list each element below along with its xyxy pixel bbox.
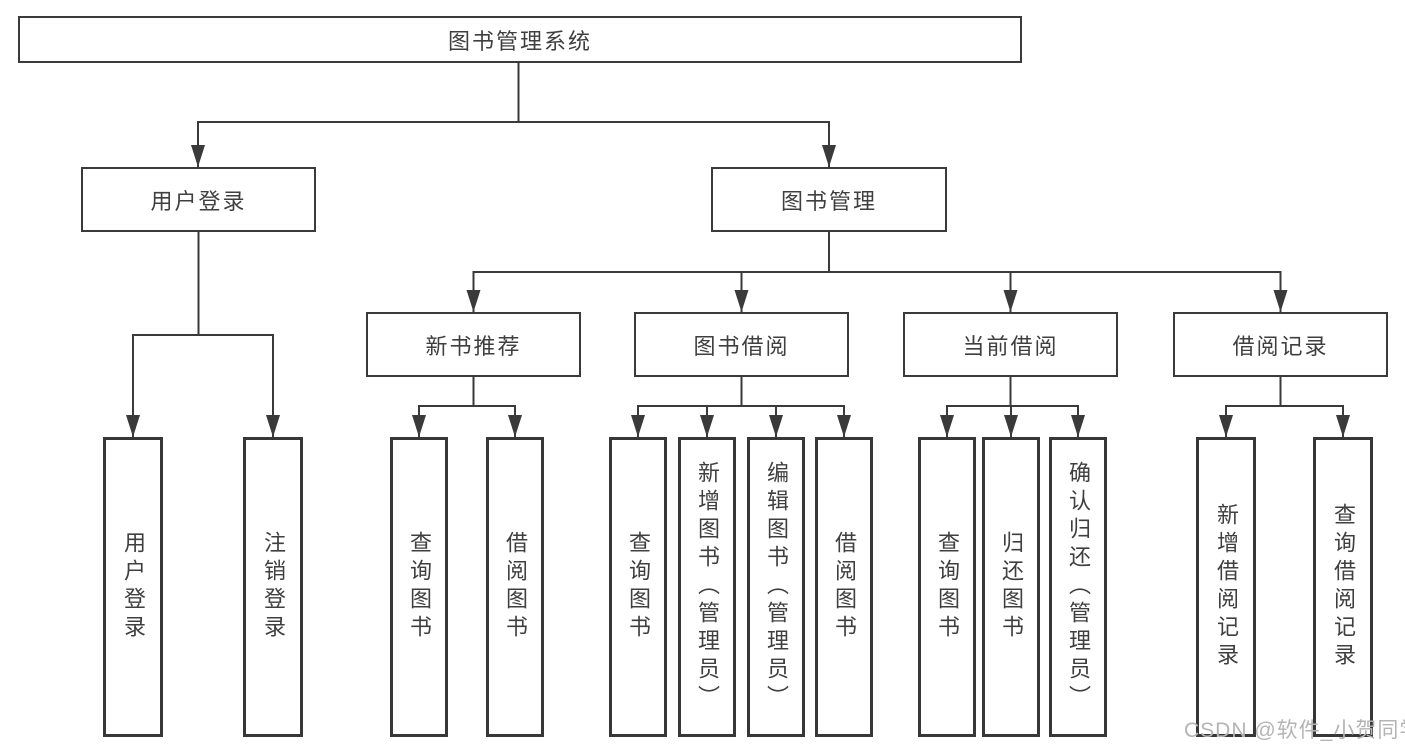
leaf-edit-books-admin: 编辑图书（管理员）	[747, 437, 805, 737]
leaf-borrow-books-recommend: 借阅图书	[486, 437, 544, 737]
leaf-return-books: 归还图书	[982, 437, 1040, 737]
node-new-book-recommend: 新书推荐	[366, 312, 581, 377]
node-current-borrow: 当前借阅	[903, 312, 1118, 377]
leaf-query-borrow-record: 查询借阅记录	[1313, 437, 1373, 737]
leaf-user-login: 用户登录	[103, 437, 163, 737]
connector-borrow-records	[1219, 377, 1350, 437]
leaf-confirm-return-admin: 确认归还（管理员）	[1049, 437, 1107, 737]
leaf-query-books-current: 查询图书	[918, 437, 976, 737]
leaf-add-borrow-record: 新增借阅记录	[1196, 437, 1256, 737]
leaf-add-books-admin: 新增图书（管理员）	[678, 437, 736, 737]
connector-book-borrow	[631, 377, 851, 437]
leaf-logout: 注销登录	[243, 437, 303, 737]
node-borrow-records: 借阅记录	[1173, 312, 1388, 377]
connector-new-book-recommend	[412, 377, 522, 437]
node-book-borrow: 图书借阅	[634, 312, 849, 377]
connector-current-borrow	[940, 377, 1085, 437]
connector-user-login	[126, 232, 280, 437]
leaf-query-books-borrow: 查询图书	[609, 437, 667, 737]
node-root: 图书管理系统	[18, 16, 1022, 63]
node-book-management: 图书管理	[711, 167, 947, 232]
node-user-login: 用户登录	[81, 167, 316, 232]
watermark: CSDN @软件_小贺同学	[1184, 719, 1405, 742]
leaf-borrow-books: 借阅图书	[815, 437, 873, 737]
connector-book-management	[466, 232, 1288, 312]
leaf-query-books-recommend: 查询图书	[390, 437, 448, 737]
connector-root	[191, 63, 836, 167]
